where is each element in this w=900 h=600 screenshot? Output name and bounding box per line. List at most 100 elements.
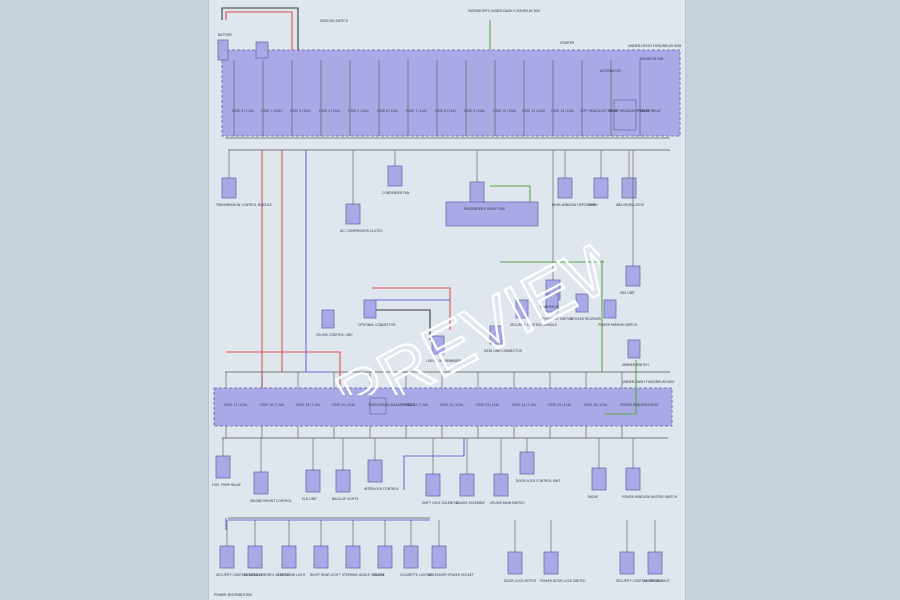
- mid-component-box: [545, 293, 559, 313]
- top-label: RADIATOR FAN: [640, 57, 664, 61]
- bottom-component-label: KEYLESS CONTROL MODULE: [244, 573, 289, 577]
- lower-component-box: [335, 469, 351, 493]
- mid-fuse-label: TURN SIGNAL/HAZARD RELAY: [367, 403, 415, 407]
- top-label: BATTERY: [218, 33, 232, 37]
- bottom-component-box: [507, 551, 523, 575]
- bottom-component-box: [543, 551, 559, 575]
- top-fuse-label: FUSE 11 (40A): [522, 109, 545, 113]
- central-relay-bar: [445, 201, 539, 227]
- bottom-component-label: POWER DOOR LOCK SWITCH: [540, 579, 586, 583]
- bottom-component-label: INTERIOR LIGHT: [644, 579, 670, 583]
- top-fuse-label: FUSE 3 (7.5A): [232, 109, 254, 113]
- upper-component-label: SRS UNIT: [620, 291, 635, 295]
- upper-component-label: HORN: [588, 203, 598, 207]
- mid-component-label: STOP LIGHT SWITCH: [540, 317, 573, 321]
- mid-fuse-label: FUSE 25 (10A): [548, 403, 571, 407]
- top-label: ALTERNATOR: [600, 69, 621, 73]
- bottom-component-label: SECURITY CONTROL MODULE: [616, 579, 663, 583]
- mid-component-label: OPTIONAL CONNECTOR: [358, 323, 396, 327]
- mid-fuse-label: FUSE 19 (7.5A): [296, 403, 320, 407]
- bottom-component-box: [281, 545, 297, 569]
- lower-component-box: [215, 455, 231, 479]
- lower-component-label: RADIO: [588, 495, 599, 499]
- top-label: IGNITION SWITCH: [320, 19, 349, 23]
- top-fuse-label: FUSE 9 (20A): [464, 109, 485, 113]
- upper-component-box: [345, 203, 361, 225]
- bottom-component-label: STEERING ANGLE SENSOR: [342, 573, 385, 577]
- bottom-component-box: [619, 551, 635, 575]
- mid-component-box: [515, 299, 529, 319]
- lower-component-label: DOOR LOCK CONTROL UNIT: [516, 479, 560, 483]
- bottom-component-label: RIGHT REAR LIGHT: [310, 573, 340, 577]
- mid-component-box: [431, 335, 445, 355]
- mid-component-box: [489, 325, 503, 345]
- mid-component-label: DIMMER SWITCH: [622, 363, 649, 367]
- bottom-component-box: [431, 545, 447, 569]
- bottom-component-box: [345, 545, 361, 569]
- mid-component-box: [603, 299, 617, 319]
- mid-component-label: KEYLESS RECEIVER: [570, 317, 602, 321]
- bottom-component-box: [377, 545, 393, 569]
- lower-component-box: [519, 451, 535, 475]
- top-fuse-label: FUSE 10 (30A): [493, 109, 516, 113]
- turn-signal-relay-box: [369, 397, 387, 415]
- lower-component-box: [459, 473, 475, 497]
- top-fuse-label: RIGHT HEADLIGHT RELAY: [609, 109, 650, 113]
- bottom-component-box: [313, 545, 329, 569]
- upper-component-label: TRANSMISSION CONTROL MODULE: [215, 203, 272, 207]
- battery-symbol: [217, 39, 229, 61]
- top-label: STARTER: [560, 41, 575, 45]
- mid-fuse-label: FUSE 21 (7.5A): [404, 403, 428, 407]
- upper-component-label: MAIN RELAY: [540, 305, 559, 309]
- lower-component-box: [305, 469, 321, 493]
- mid-component-label: SECURITY CONTROL MODULE: [510, 323, 557, 327]
- top-fuse-label: FUSE 4 (15A): [319, 109, 340, 113]
- upper-component-box: [469, 181, 485, 203]
- upper-component-label: A/C COMPRESSOR CLUTCH: [340, 229, 383, 233]
- lower-component-label: SHIFT LOCK SOLENOID: [422, 501, 459, 505]
- upper-component-label: REAR WINDOW DEFOGGER: [552, 203, 596, 207]
- top-fuse-label: POWER RELAY: [638, 109, 661, 113]
- upper-component-box: [593, 177, 609, 199]
- under-hood-fuse-box: [221, 49, 681, 137]
- mid-fuse-label: FUSE 24 (7.5A): [512, 403, 536, 407]
- lower-component-box: [367, 459, 383, 483]
- bottom-component-label: DOOR LOCK MOTOR: [504, 579, 537, 583]
- lower-component-label: INTERLOCK CONTROL: [364, 487, 399, 491]
- lower-component-box: [591, 467, 607, 491]
- mid-component-box: [363, 299, 377, 319]
- mid-component-label: DATA LINK CONNECTOR: [484, 349, 523, 353]
- mid-fuse-label: FUSE 26 (20A): [584, 403, 607, 407]
- bottom-component-label: CIGARETTE LIGHTER: [400, 573, 433, 577]
- bottom-component-box: [247, 545, 263, 569]
- top-fuse-label: FUSE 2 (30A): [290, 109, 311, 113]
- mid-fuse-label: FUSE 23 (15A): [476, 403, 499, 407]
- upper-component-label: CONDENSER FAN: [382, 191, 410, 195]
- mid-component-box: [321, 309, 335, 329]
- mid-fuse-label: FUSE 20 (10A): [332, 403, 355, 407]
- trunk-wires: [221, 7, 637, 530]
- mid-component-box: [627, 339, 641, 359]
- lower-component-label: ENGINE MOUNT CONTROL: [250, 499, 292, 503]
- upper-component-box: [387, 165, 403, 187]
- bottom-component-box: [219, 545, 235, 569]
- lower-component-label: ELD UNIT: [302, 497, 317, 501]
- component-group: [215, 39, 663, 575]
- bottom-component-label: CLOCK: [374, 573, 386, 577]
- top-fuse-label: FUSE 7 (10A): [406, 109, 427, 113]
- lower-component-box: [625, 467, 641, 491]
- bottom-component-box: [403, 545, 419, 569]
- lower-component-label: POWER WINDOW MASTER SWITCH: [622, 495, 678, 499]
- top-fuse-label: FUSE 1 (40A): [261, 109, 282, 113]
- top-fuse-label: FUSE 6 (15A): [377, 109, 398, 113]
- upper-component-box: [621, 177, 637, 199]
- upper-component-label: ABS MODULATOR: [616, 203, 645, 207]
- upper-component-box: [557, 177, 573, 199]
- under-dash-fuse-box: [213, 387, 673, 427]
- top-fuse-label: FUSE 5 (20A): [348, 109, 369, 113]
- lower-component-box: [493, 473, 509, 497]
- lower-component-label: BACK-UP LIGHTS: [332, 497, 358, 501]
- bottom-component-label: SECURITY CONTROL MODULE: [216, 573, 263, 577]
